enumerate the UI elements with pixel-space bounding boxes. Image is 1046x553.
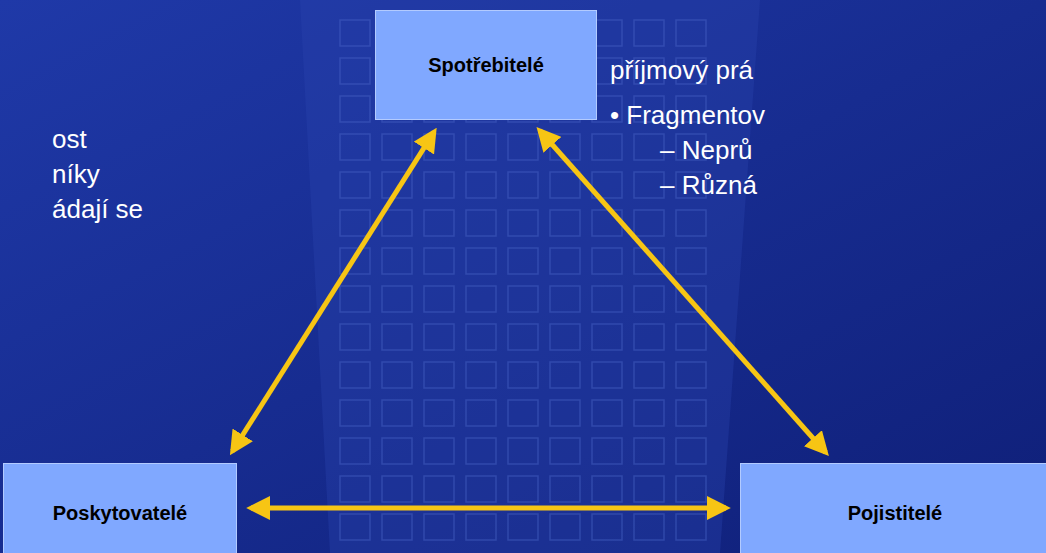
bullet-text: ost bbox=[52, 124, 87, 154]
double-arrow bbox=[540, 130, 826, 452]
box-label: Spotřebitelé bbox=[428, 54, 544, 77]
bullet-text: – Různá bbox=[660, 170, 757, 200]
double-arrow bbox=[232, 132, 434, 451]
box-label: Pojistitelé bbox=[848, 502, 942, 525]
bullet-text: – Neprů bbox=[660, 135, 753, 165]
double-arrow bbox=[251, 506, 726, 511]
bullet-text: níky bbox=[52, 159, 100, 189]
process-box: Spotřebitelé bbox=[375, 10, 597, 120]
process-box: Pojistitelé bbox=[740, 463, 1046, 553]
bullet-text: ádají se bbox=[52, 194, 143, 224]
process-box: Poskytovatelé bbox=[3, 463, 237, 553]
bullet-text: příjmový prá bbox=[610, 55, 753, 85]
box-label: Poskytovatelé bbox=[53, 502, 188, 525]
bullet-text: • Fragmentov bbox=[610, 100, 765, 130]
